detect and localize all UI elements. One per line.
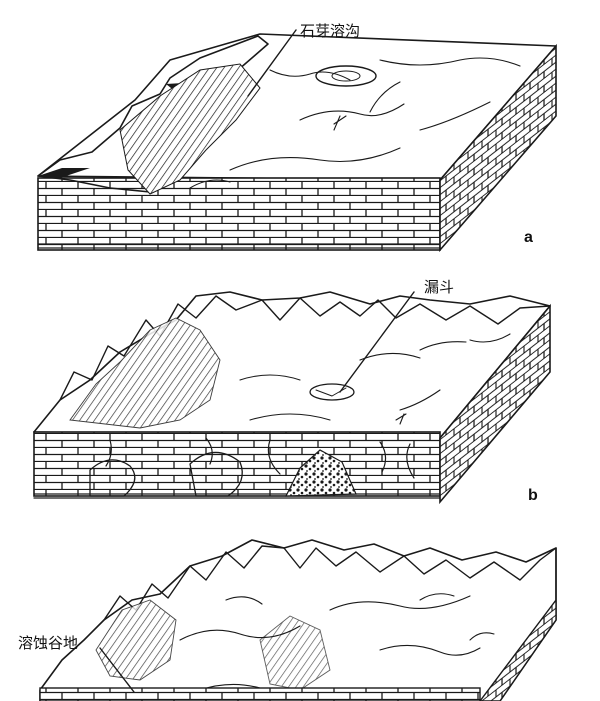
- panel-b-ridgeline: [59, 295, 551, 401]
- panel-c-leader: [99, 647, 135, 693]
- panel-b-funnel: [309, 383, 355, 401]
- panel-c-top-surface: [39, 539, 557, 701]
- panel-b-leader: [339, 291, 415, 393]
- panel-b-label: 漏斗: [424, 278, 454, 296]
- panel-b: 漏斗 b: [33, 278, 551, 505]
- panel-a-side-face: [439, 43, 557, 253]
- panel-a-letter: a: [524, 229, 533, 246]
- panel-b-front-face: [33, 431, 441, 497]
- panel-b-letter: b: [528, 487, 538, 504]
- panel-a-label: 石芽溶沟: [300, 22, 360, 40]
- panel-c-peaks: [103, 545, 557, 621]
- panel-b-collapse-rubble: [285, 449, 357, 497]
- panel-c-side-face: [479, 548, 557, 701]
- panel-a-doline: [315, 65, 377, 87]
- panel-c-front-face: [39, 687, 481, 701]
- panel-a-karren-grooves: [119, 63, 261, 195]
- panel-a: 石芽溶沟 a: [37, 22, 557, 253]
- panel-c: 溶蚀谷地: [18, 539, 557, 701]
- panel-a-leader: [247, 29, 297, 97]
- panel-b-side-face: [439, 303, 551, 505]
- panel-a-front-face: [37, 177, 441, 251]
- panel-c-label: 溶蚀谷地: [18, 634, 78, 652]
